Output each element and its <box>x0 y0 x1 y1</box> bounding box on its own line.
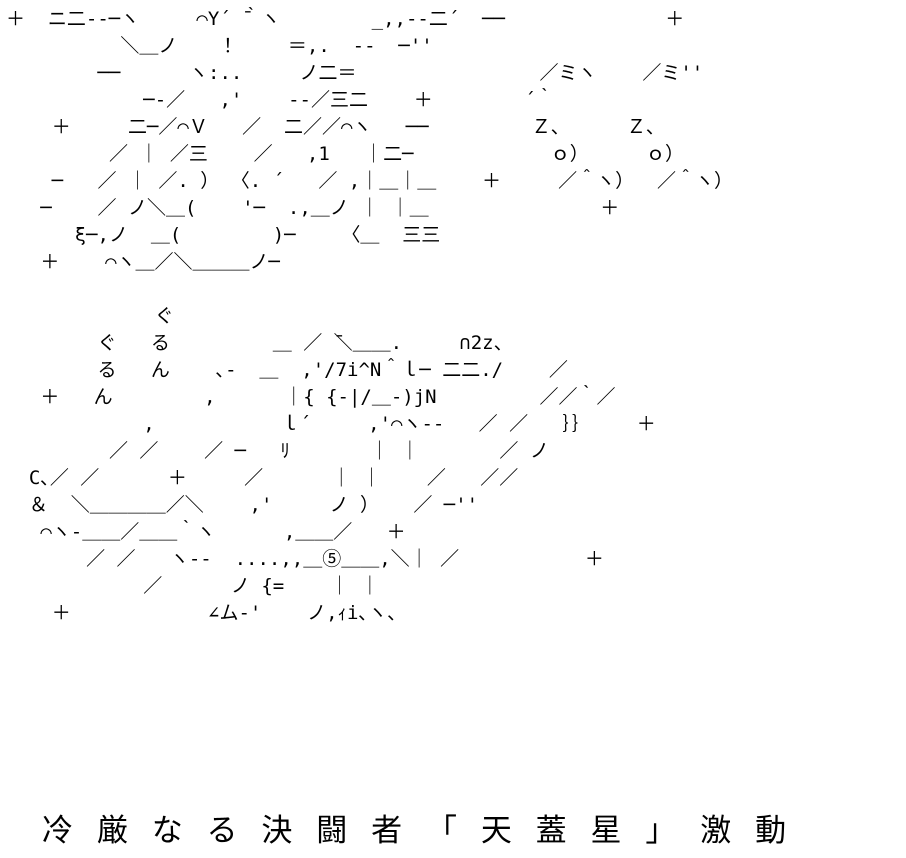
caption-text: 冷 厳 な る 決 闘 者 「 天 蓋 星 」 激 動 <box>42 813 794 849</box>
ascii-art: ＋ ニ二--─ヽ ⌒Y´ ̄｀ヽ _,,--二´ ── ＋ ＼＿ノ ！ ＝,. … <box>6 8 734 624</box>
